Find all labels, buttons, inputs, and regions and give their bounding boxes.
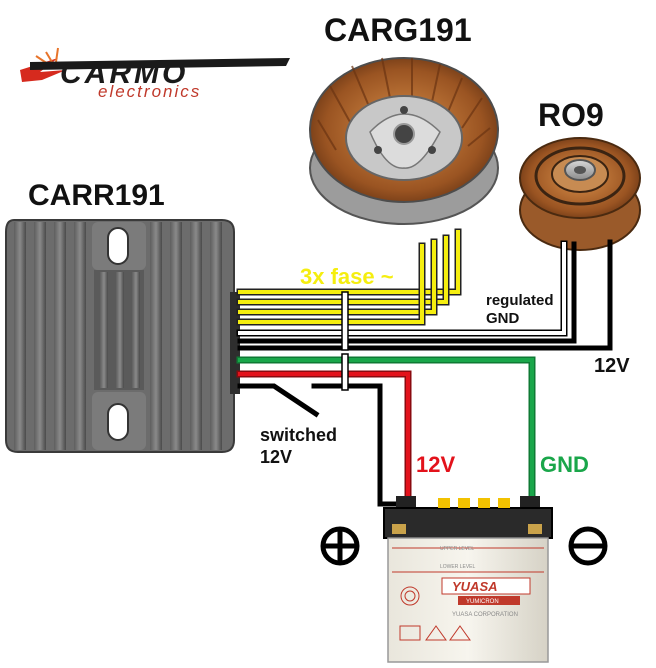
- regulator-label: CARR191: [28, 179, 165, 212]
- minus-circle-icon: [568, 526, 608, 566]
- battery-brand: YUASA: [452, 579, 498, 594]
- output-12v-label: 12V: [594, 355, 630, 377]
- battery-subbrand: YUMICRON: [466, 599, 499, 605]
- stator-label: CARG191: [324, 12, 472, 48]
- lower-level-text: LOWER LEVEL: [440, 564, 476, 570]
- battery-corporation: YUASA CORPORATION: [452, 612, 518, 618]
- rotor-ro9: RO9: [519, 97, 641, 251]
- upper-level-text: UPPER LEVEL: [440, 546, 474, 552]
- battery: UPPER LEVEL LOWER LEVEL YUASA YUMICRON Y…: [383, 496, 553, 663]
- regulated-label-line2: GND: [486, 310, 520, 327]
- switched-label-line2: 12V: [260, 447, 292, 467]
- regulated-label-line1: regulated: [486, 292, 554, 309]
- plus-circle-icon: [320, 526, 360, 566]
- battery-warning-icons: [399, 586, 471, 641]
- brand-tagline: electronics: [98, 82, 201, 101]
- rotor-label: RO9: [538, 97, 604, 133]
- switched-wire: [237, 383, 320, 418]
- stator-hub: [393, 123, 415, 145]
- phases-label: 3x fase ~: [300, 264, 394, 289]
- stator-carg191: CARG191: [309, 12, 499, 225]
- logo-swoosh: [30, 58, 290, 70]
- heat-sink-fins: [14, 222, 222, 450]
- wires: [236, 228, 613, 510]
- switched-label-line1: switched: [260, 425, 337, 445]
- battery-black-wire: [311, 383, 411, 507]
- carmo-logo: CARMO electronics: [20, 47, 290, 101]
- regulator-carr191: CARR191: [5, 179, 240, 453]
- top-mount-hole: [107, 227, 129, 265]
- positive-12v-label: 12V: [416, 452, 455, 477]
- battery-brand-plate: [441, 577, 531, 595]
- brand-name: CARMO: [60, 57, 188, 90]
- wire-exit: [230, 292, 240, 394]
- bottom-mount-hole: [107, 403, 129, 441]
- gnd-label: GND: [540, 452, 589, 477]
- phase-wires: [236, 228, 462, 326]
- battery-lid: [383, 507, 553, 539]
